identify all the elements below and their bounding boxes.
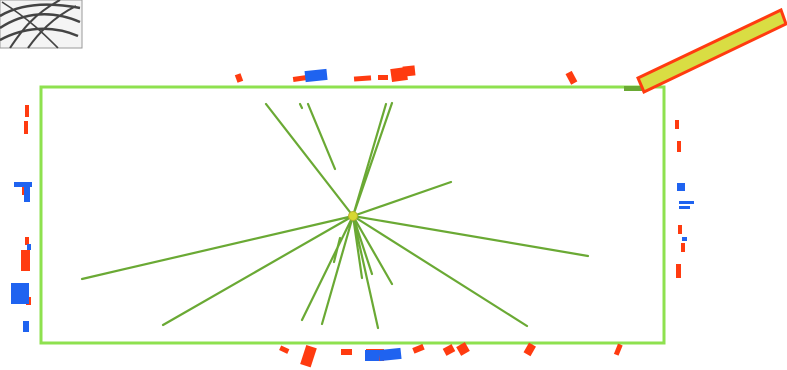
calo-cell (679, 206, 690, 209)
track (351, 214, 590, 258)
calo-cell (523, 342, 536, 357)
calo-cell (677, 183, 685, 191)
track (351, 214, 364, 280)
calo-cell (378, 347, 402, 362)
calo-deposits-red (21, 65, 685, 368)
track (351, 214, 380, 330)
calo-cell (681, 243, 685, 252)
calo-cell (24, 186, 30, 202)
calo-cell (442, 344, 456, 356)
calo-cell (456, 342, 470, 356)
calo-cell (234, 73, 244, 83)
calo-cell (679, 201, 694, 204)
calo-cell (24, 121, 28, 134)
track (351, 214, 529, 328)
track (80, 214, 355, 281)
calo-cell (365, 350, 379, 361)
track (351, 102, 388, 218)
calo-cell (292, 75, 308, 82)
track (306, 102, 337, 171)
calo-cell (25, 237, 29, 245)
track (351, 180, 453, 218)
calo-cell (378, 75, 388, 80)
primary-vertex (348, 211, 358, 221)
calo-cell (14, 182, 32, 187)
track (264, 102, 355, 218)
calo-cell (682, 237, 687, 241)
calo-cell (353, 75, 372, 82)
calo-cell (677, 141, 681, 152)
detector-logo-icon (0, 0, 83, 49)
calo-cell (21, 250, 30, 271)
missing-energy-arrow-icon (636, 7, 787, 95)
track (351, 214, 394, 286)
track (298, 102, 304, 110)
calo-cell (613, 343, 623, 356)
track (161, 214, 355, 327)
calo-cell (25, 105, 29, 117)
calo-cell (27, 244, 31, 250)
calo-cell (23, 321, 29, 332)
calo-cell (402, 65, 416, 77)
particle-tracks (80, 101, 590, 330)
calo-cell (279, 345, 290, 354)
calo-cell (675, 120, 679, 129)
calo-cell (304, 68, 328, 83)
calo-cell (676, 264, 681, 278)
track (332, 236, 342, 264)
track (300, 214, 355, 322)
calo-cell (11, 283, 29, 304)
calo-cell (565, 70, 578, 85)
track (320, 214, 355, 326)
calo-cell (300, 344, 317, 368)
calo-deposits-blue (11, 68, 694, 362)
calo-cell (412, 343, 425, 354)
calo-cell (341, 349, 352, 355)
frame-highlight (624, 86, 642, 91)
tracker-frame (39, 85, 666, 345)
calo-cell (678, 225, 682, 234)
